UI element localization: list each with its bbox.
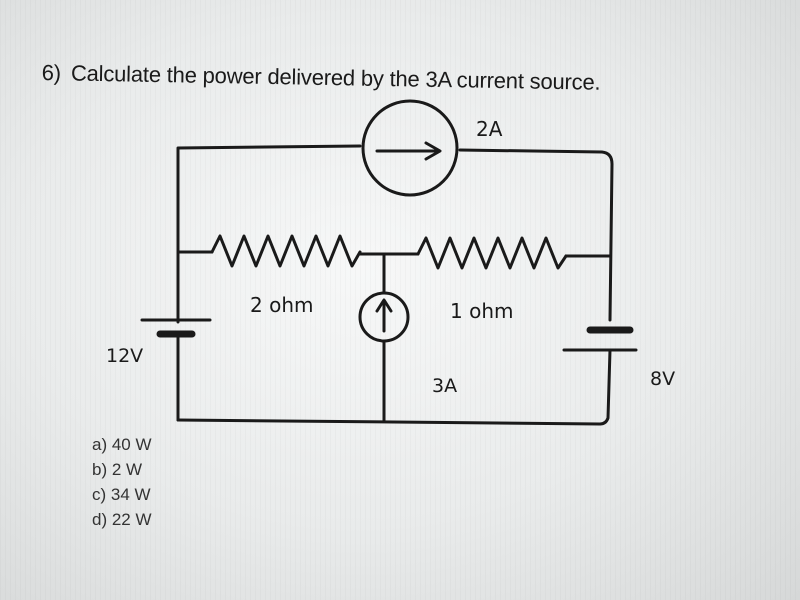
resistor-2ohm <box>210 234 362 268</box>
choice-d: d) 22 W <box>92 510 152 529</box>
label-3a: 3A <box>432 375 457 397</box>
resistor-1ohm <box>416 236 568 270</box>
label-2-ohm: 2 ohm <box>250 293 313 317</box>
bottom-wire <box>176 418 602 426</box>
current-source-2a <box>361 99 459 197</box>
top-wire-left <box>176 144 362 324</box>
label-12v: 12V <box>106 345 143 367</box>
top-wire-right <box>458 148 614 322</box>
arrow-up-icon <box>375 298 393 333</box>
arrow-right-icon <box>375 141 442 161</box>
choice-a: a) 40 W <box>92 435 152 454</box>
label-1-ohm: 1 ohm <box>450 299 513 323</box>
label-8v: 8V <box>650 368 675 390</box>
choice-c: c) 34 W <box>92 485 151 504</box>
label-2a: 2A <box>476 117 503 141</box>
answer-choices: a) 40 W b) 2 W c) 34 W d) 22 W <box>92 432 152 532</box>
right-bottom-wire <box>598 348 612 426</box>
choice-b: b) 2 W <box>92 460 143 479</box>
